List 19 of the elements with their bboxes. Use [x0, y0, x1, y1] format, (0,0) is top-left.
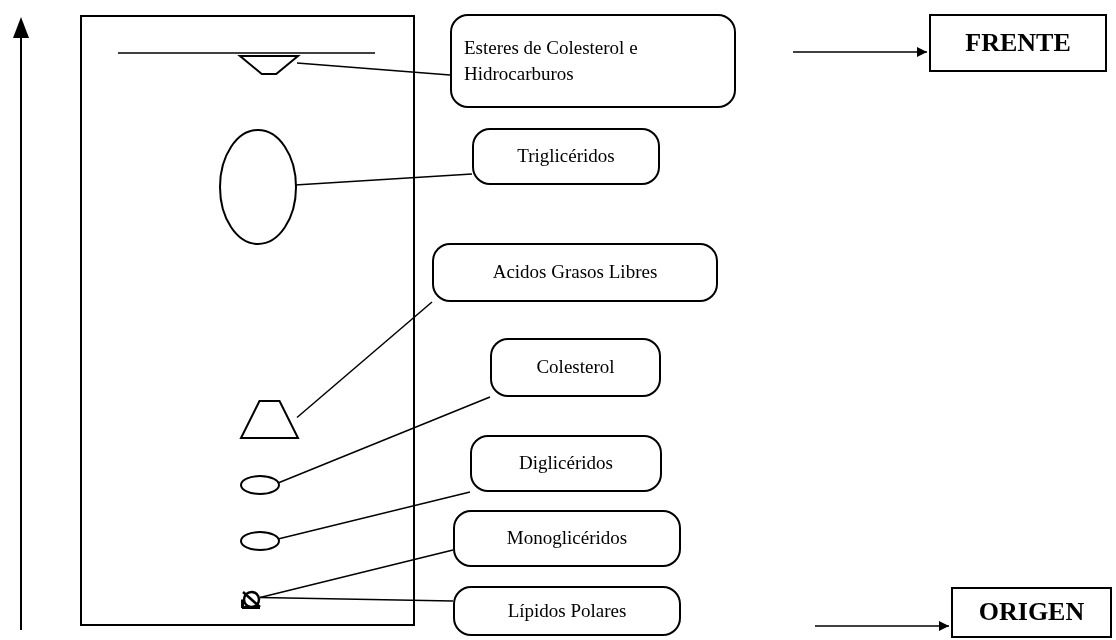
callout-bubble: Colesterol — [490, 338, 661, 397]
label-box: FRENTE — [929, 14, 1107, 72]
arrow — [792, 47, 928, 57]
leader-line — [277, 491, 471, 540]
leader-line — [259, 596, 454, 602]
plate — [80, 15, 415, 626]
leader-line — [296, 62, 451, 76]
leader-line — [296, 301, 433, 419]
arrow — [814, 621, 950, 631]
callout-bubble: Acidos Grasos Libres — [432, 243, 718, 302]
leader-line — [277, 396, 491, 484]
callout-bubble: Triglicéridos — [472, 128, 660, 185]
callout-bubble: Lípidos Polares — [453, 586, 681, 636]
callout-bubble: Diglicéridos — [470, 435, 662, 492]
leader-line — [259, 549, 454, 599]
label-box: ORIGEN — [951, 587, 1112, 638]
callout-bubble: Monoglicéridos — [453, 510, 681, 567]
callout-bubble: Esteres de Colesterol e Hidrocarburos — [450, 14, 736, 108]
leader-line — [294, 173, 473, 186]
